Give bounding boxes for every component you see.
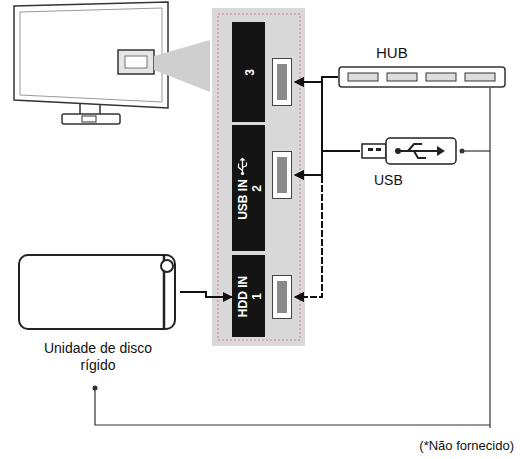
- port-node: 3: [232, 22, 295, 122]
- connector: [295, 82, 360, 151]
- leader-dot: [93, 386, 98, 391]
- port-panel: [212, 8, 305, 346]
- note-text: (*Não fornecido): [419, 437, 514, 454]
- connector: [295, 77, 338, 175]
- tv-illustration: [14, 2, 168, 124]
- port-number: 2: [249, 185, 263, 192]
- hub-node: HUB: [338, 44, 510, 89]
- port-node: HDD IN1: [232, 255, 295, 337]
- port-line: 1: [249, 293, 263, 300]
- port-number: 1: [249, 293, 263, 300]
- panel-outline: [218, 14, 300, 340]
- disk-node: Unidade de disco rígido: [16, 252, 180, 374]
- port-name: HDD IN: [235, 275, 249, 316]
- connector: [180, 292, 232, 297]
- connector: [295, 151, 360, 175]
- usb-symbol: [237, 157, 247, 175]
- usb-hub: [338, 65, 506, 89]
- port-line: 2: [249, 185, 263, 192]
- port-number: 3: [242, 69, 256, 76]
- usb-stick: [360, 136, 460, 166]
- port-line: 3: [242, 69, 256, 76]
- usb-port-slot: [272, 151, 292, 199]
- port-node: USB IN2: [232, 125, 295, 251]
- port-line: USB IN: [235, 157, 249, 220]
- device-label: USB: [360, 172, 460, 189]
- usb-node: USB: [360, 136, 460, 189]
- port-label: HDD IN1: [232, 255, 265, 337]
- hard-disk: [16, 252, 180, 332]
- port-label: 3: [232, 22, 265, 122]
- connector: [295, 77, 338, 297]
- leader-dot: [460, 149, 465, 154]
- connector: [295, 151, 360, 297]
- port-line: HDD IN: [235, 275, 249, 316]
- usb-port-slot: [272, 58, 292, 106]
- port-name: USB IN: [235, 179, 249, 220]
- usb-port-slot: [272, 275, 292, 319]
- port-label: USB IN2: [232, 125, 265, 251]
- device-label: HUB: [338, 44, 510, 61]
- zoom-wedge: [154, 40, 210, 92]
- port-contact: [277, 157, 287, 193]
- port-contact: [277, 64, 287, 100]
- device-label: Unidade de disco rígido: [38, 340, 158, 374]
- port-contact: [277, 281, 287, 313]
